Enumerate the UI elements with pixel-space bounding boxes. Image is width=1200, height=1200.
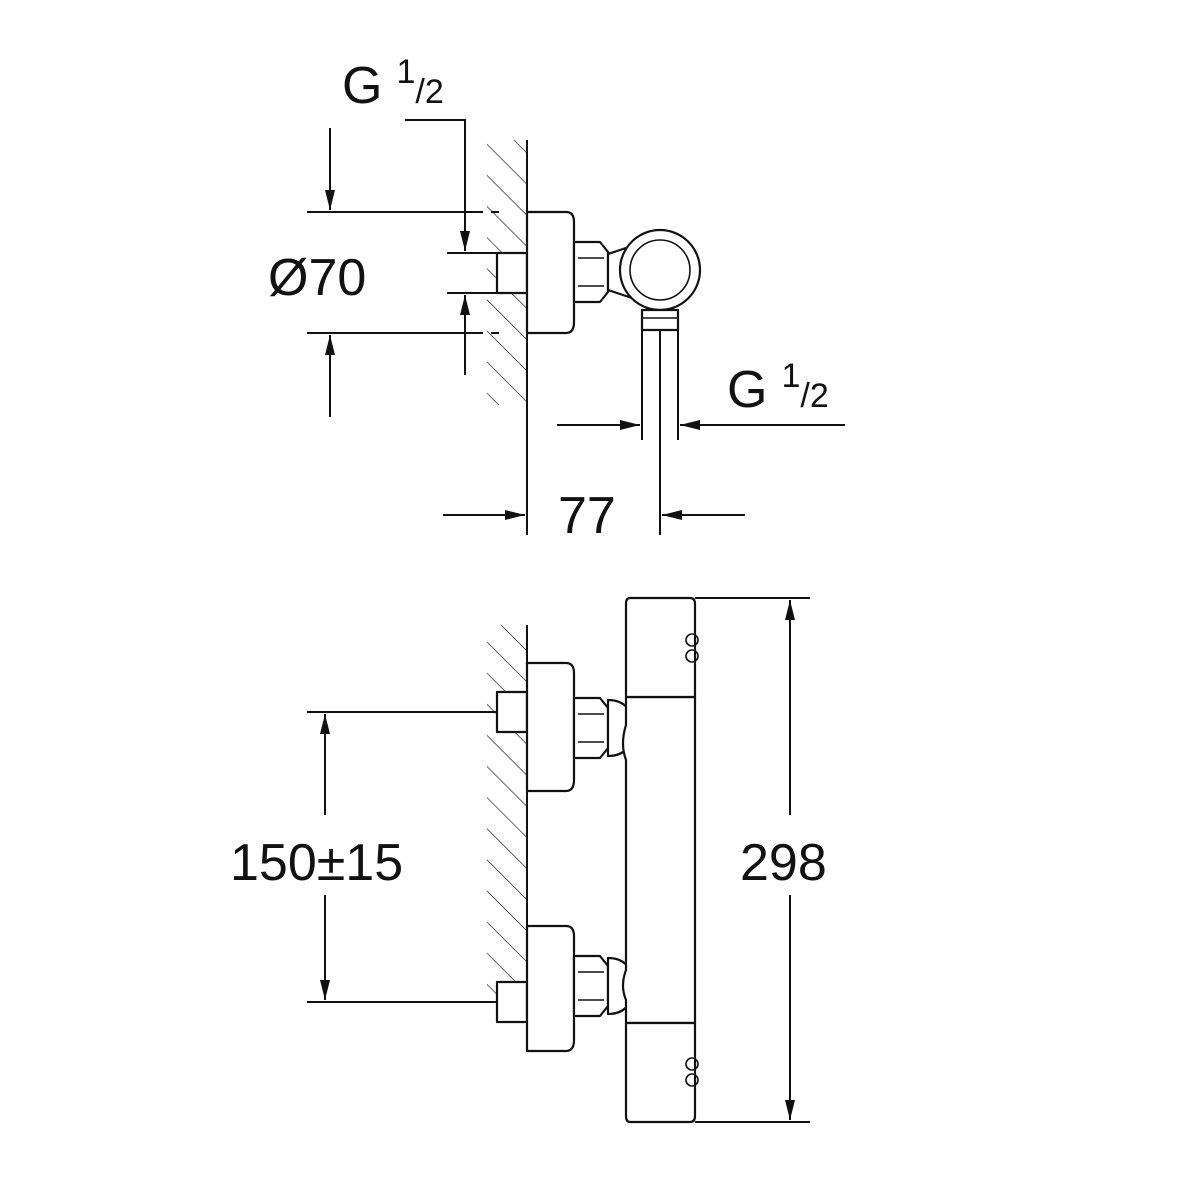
label-depth: 77 [558,487,616,545]
label-height: 298 [740,834,827,892]
hex-nut-lower [572,954,610,1018]
hex-nut [572,240,610,304]
mixer-body-side [618,228,702,312]
inlet-connector [495,251,529,295]
outlet-fitting [640,308,680,332]
label-spacing: 150±15 [230,834,403,892]
inlet-lower [495,980,529,1024]
label-diameter: Ø70 [268,249,366,307]
flange-upper [525,661,576,793]
wall-flange [525,210,576,335]
handle-bottom [624,1021,697,1124]
leader-thread-top [405,119,470,251]
hex-nut-upper [572,696,610,760]
handle-top [624,596,697,699]
mixer-body-front [621,695,697,1025]
front-view: 150±15 298 [230,596,827,1124]
inlet-upper [495,690,529,734]
wall-hatch-bottom [487,625,527,995]
flange-lower [525,924,576,1053]
